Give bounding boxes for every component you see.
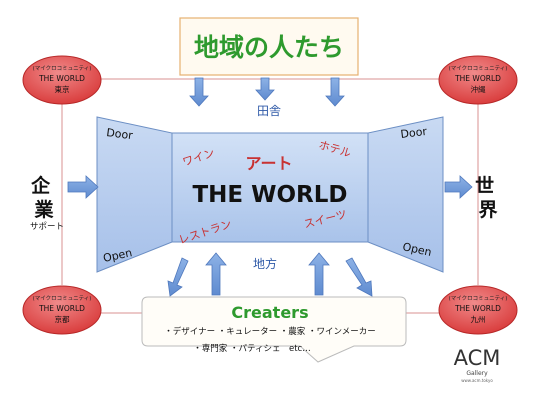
arrow-top-left (189, 77, 209, 107)
kigyo-label: 企 業 (30, 174, 57, 221)
community-okinawa-place: 沖縄 (471, 84, 486, 94)
left-door: Door Open (96, 116, 173, 273)
kigyo-char-2: 業 (33, 198, 54, 221)
arrow-top-center (255, 77, 275, 101)
right-open-label: Open (401, 240, 432, 259)
community-okinawa-sub: (マイクロコミュニティ) (449, 65, 508, 72)
community-kyushu: (マイクロコミュニティ) THE WORLD 九州 (438, 285, 518, 335)
left-open-label: Open (102, 246, 133, 265)
community-tokyo: (マイクロコミュニティ) THE WORLD 東京 (22, 55, 102, 105)
arrow-bottom-up-2 (308, 252, 330, 296)
arrow-diag-left (167, 257, 189, 297)
arrow-left-in (67, 175, 99, 199)
creators-box: Creaters ・デザイナー ・キュレーター ・農家 ・ワインメーカー ・専門… (141, 296, 407, 363)
community-kyoto: (マイクロコミュニティ) THE WORLD 京都 (22, 285, 102, 335)
the-world-title: THE WORLD (192, 182, 347, 208)
community-kyoto-place: 京都 (55, 314, 70, 324)
community-okinawa-name: THE WORLD (454, 74, 501, 83)
arrow-bottom-up-1 (205, 252, 227, 296)
community-tokyo-name: THE WORLD (38, 74, 85, 83)
right-door: Door Open (367, 116, 444, 273)
art-label: アート (245, 154, 292, 173)
sekai-label: 世 界 (475, 175, 501, 221)
community-kyoto-name: THE WORLD (38, 304, 85, 313)
right-door-label: Door (400, 125, 428, 141)
community-kyushu-place: 九州 (471, 315, 486, 324)
inaka-label: 田舎 (257, 104, 281, 118)
acm-logo-sub: Gallery (466, 370, 488, 377)
sekai-char-2: 界 (478, 199, 497, 221)
community-okinawa: (マイクロコミュニティ) THE WORLD 沖縄 (438, 55, 518, 105)
creators-line-2: ・専門家 ・パティシェ etc… (193, 343, 310, 354)
acm-logo-url: www.acm.tokyo (461, 378, 493, 383)
community-kyoto-sub: (マイクロコミュニティ) (33, 295, 92, 302)
arrow-right-out (444, 175, 473, 199)
community-tokyo-place: 東京 (55, 84, 70, 94)
arrow-diag-right (345, 257, 373, 297)
arrow-top-right (325, 77, 345, 107)
acm-logo-main: ACM (454, 346, 501, 370)
support-label: サポート (30, 222, 64, 232)
community-kyushu-sub: (マイクロコミュニティ) (449, 295, 508, 302)
chiho-label: 地方 (253, 256, 277, 271)
local-people-title: 地域の人たち (194, 33, 344, 62)
sekai-char-1: 世 (475, 175, 494, 197)
creators-title: Creaters (231, 303, 308, 322)
creators-line-1: ・デザイナー ・キュレーター ・農家 ・ワインメーカー (164, 326, 376, 337)
center-panel: アート THE WORLD ワイン ホテル レストラン スイーツ (171, 132, 369, 247)
kigyo-char-1: 企 (30, 174, 51, 197)
acm-gallery-logo: ACM Gallery www.acm.tokyo (454, 346, 501, 383)
community-kyushu-name: THE WORLD (454, 304, 501, 313)
community-tokyo-sub: (マイクロコミュニティ) (33, 65, 92, 72)
local-people-box: 地域の人たち (179, 17, 359, 76)
left-door-label: Door (106, 126, 134, 142)
